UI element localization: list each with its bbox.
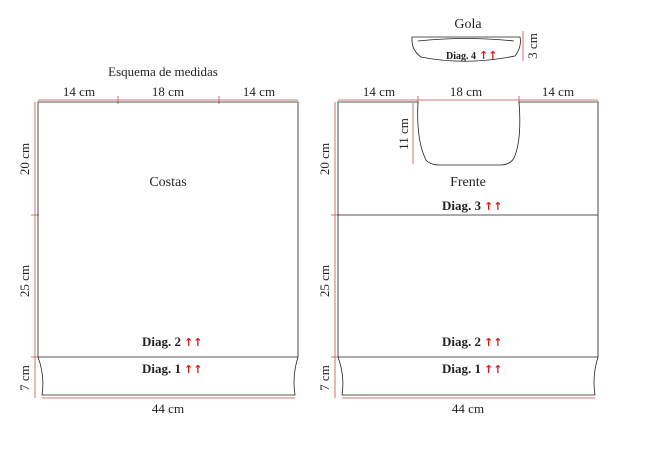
front-bottom-width: 44 cm <box>452 401 484 416</box>
front-diag2-group: Diag. 2 ↑↑ <box>442 334 502 349</box>
back-piece-outline <box>37 101 299 396</box>
back-diag1-arrows: ↑↑ <box>184 363 202 376</box>
collar-diag4-group: Diag. 4 ↑↑ <box>446 49 497 62</box>
collar-diag4-arrows: ↑↑ <box>479 49 497 62</box>
back-diag2-label: Diag. 2 <box>142 334 181 349</box>
front-height-upper: 20 cm <box>317 143 332 175</box>
front-height-rib: 7 cm <box>317 365 332 391</box>
back-width-right: 14 cm <box>243 84 275 99</box>
front-diag2-arrows: ↑↑ <box>484 336 502 349</box>
front-diag3-group: Diag. 3 ↑↑ <box>442 198 502 213</box>
front-diag1-arrows: ↑↑ <box>484 363 502 376</box>
front-width-left: 14 cm <box>363 84 395 99</box>
collar-shape <box>411 36 521 62</box>
back-width-neck: 18 cm <box>152 84 184 99</box>
collar-inner-line <box>417 38 515 42</box>
front-width-right: 14 cm <box>542 84 574 99</box>
front-diag1-group: Diag. 1 ↑↑ <box>442 361 502 376</box>
back-diag2-arrows: ↑↑ <box>184 336 202 349</box>
back-height-middle: 25 cm <box>17 265 32 297</box>
back-piece-label: Costas <box>149 175 186 190</box>
front-diag3-arrows: ↑↑ <box>484 200 502 213</box>
front-height-middle: 25 cm <box>317 265 332 297</box>
back-diag1-label: Diag. 1 <box>142 361 181 376</box>
scheme-title: Esquema de medidas <box>108 64 218 79</box>
front-width-neck: 18 cm <box>450 84 482 99</box>
front-diag1-label: Diag. 1 <box>442 361 481 376</box>
back-height-rib: 7 cm <box>17 365 32 391</box>
front-piece-label: Frente <box>450 175 486 190</box>
back-diag1-group: Diag. 1 ↑↑ <box>142 361 202 376</box>
back-height-upper: 20 cm <box>17 143 32 175</box>
front-diag2-label: Diag. 2 <box>442 334 481 349</box>
front-neck-depth: 11 cm <box>396 118 411 150</box>
collar-height-label: 3 cm <box>525 33 540 59</box>
collar-diag4-label: Diag. 4 <box>446 51 476 62</box>
front-piece-outline <box>337 101 599 396</box>
back-diag2-group: Diag. 2 ↑↑ <box>142 334 202 349</box>
collar-title: Gola <box>454 17 482 32</box>
front-diag3-label: Diag. 3 <box>442 198 482 213</box>
back-bottom-width: 44 cm <box>152 401 184 416</box>
back-width-left: 14 cm <box>63 84 95 99</box>
